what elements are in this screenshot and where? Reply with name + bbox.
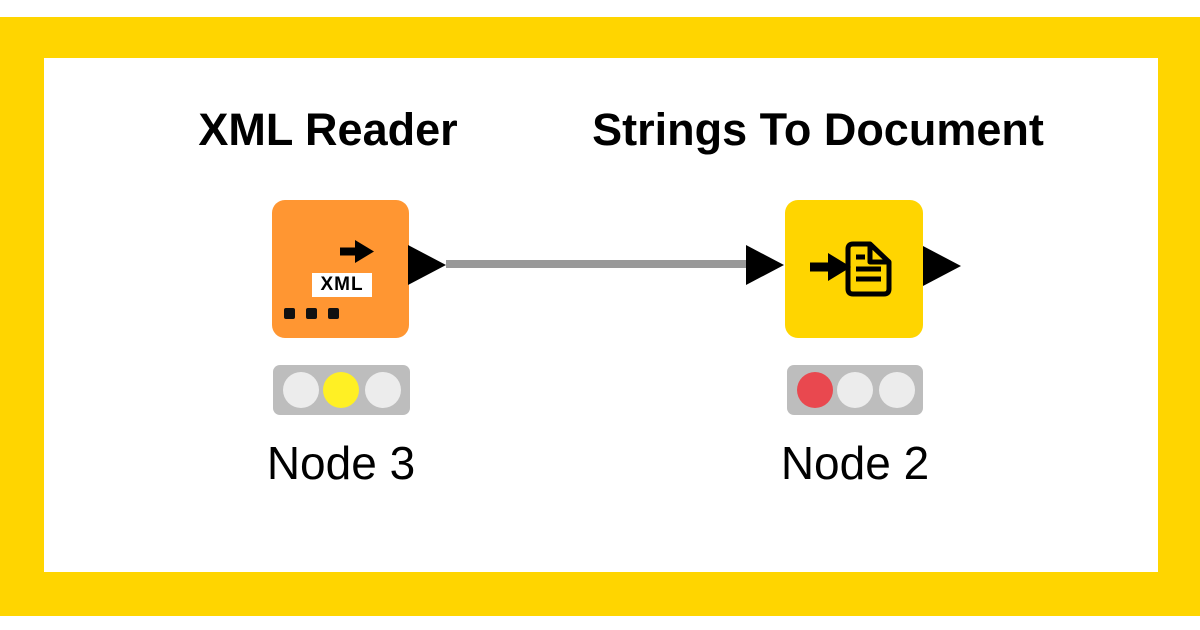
traffic-light-node-3 — [273, 365, 410, 415]
status-light-off — [879, 372, 915, 408]
node-xml-reader[interactable]: XML — [272, 200, 409, 338]
output-port-icon[interactable] — [923, 246, 961, 286]
status-light-red — [797, 372, 833, 408]
node-label: Node 3 — [266, 437, 416, 489]
output-port-icon[interactable] — [408, 245, 446, 285]
arrow-right-icon — [340, 240, 374, 263]
node-title-strings-to-document: Strings To Document — [592, 104, 1044, 155]
dot-icon — [284, 308, 295, 319]
status-light-off — [283, 372, 319, 408]
node-label: Node 2 — [780, 437, 930, 489]
ellipsis-icon — [284, 308, 354, 320]
xml-badge: XML — [312, 273, 372, 297]
status-light-off — [365, 372, 401, 408]
workflow-canvas — [44, 58, 1158, 572]
input-port-icon[interactable] — [746, 245, 784, 285]
connector-line[interactable] — [446, 260, 746, 268]
arrow-into-document-icon — [810, 241, 892, 297]
status-light-off — [837, 372, 873, 408]
node-strings-to-document[interactable] — [785, 200, 923, 338]
traffic-light-node-2 — [787, 365, 923, 415]
node-title-xml-reader: XML Reader — [198, 104, 458, 155]
dot-icon — [306, 308, 317, 319]
status-light-yellow — [323, 372, 359, 408]
dot-icon — [328, 308, 339, 319]
